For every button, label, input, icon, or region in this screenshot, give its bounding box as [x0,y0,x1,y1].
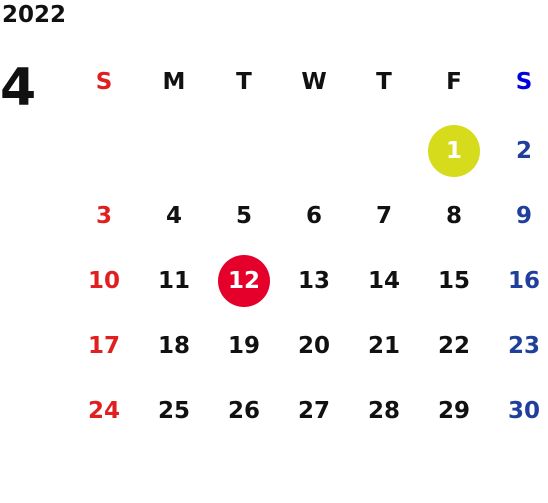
day-cell[interactable]: 20 [279,313,349,378]
day-cell [279,118,349,183]
day-cell[interactable]: 23 [489,313,548,378]
day-number: 8 [445,202,462,229]
day-cell[interactable]: 17 [69,313,139,378]
day-cell [209,118,279,183]
day-cell[interactable]: 30 [489,378,548,443]
weekday-saturday: S [515,69,533,95]
day-number: 13 [297,267,330,294]
day-number: 4 [165,202,182,229]
day-cell[interactable]: 28 [349,378,419,443]
day-number: 7 [375,202,392,229]
day-number: 24 [87,397,120,424]
day-number: 2 [515,137,532,164]
day-cell[interactable]: 18 [139,313,209,378]
day-number: 25 [157,397,190,424]
day-number: 28 [367,397,400,424]
day-number: 1 [445,137,462,164]
day-cell[interactable]: 10 [69,248,139,313]
day-cell-highlighted[interactable]: 1 [419,118,489,183]
day-cell[interactable]: 14 [349,248,419,313]
day-cell[interactable]: 7 [349,183,419,248]
day-cell[interactable]: 24 [69,378,139,443]
day-number: 22 [437,332,470,359]
day-number: 21 [367,332,400,359]
day-number: 6 [305,202,322,229]
weekday-friday: F [446,69,462,95]
day-number: 15 [437,267,470,294]
day-cell[interactable]: 13 [279,248,349,313]
day-cell[interactable]: 22 [419,313,489,378]
day-number: 27 [297,397,330,424]
day-number: 18 [157,332,190,359]
weekday-sunday: S [95,69,113,95]
day-cell[interactable]: 21 [349,313,419,378]
day-number: 12 [227,267,260,294]
day-number: 17 [87,332,120,359]
day-cell[interactable]: 26 [209,378,279,443]
weekday-monday: M [162,69,186,95]
day-number: 16 [507,267,540,294]
day-cell[interactable]: 6 [279,183,349,248]
day-number: 10 [87,267,120,294]
day-cell[interactable]: 16 [489,248,548,313]
day-cell[interactable]: 25 [139,378,209,443]
day-number: 26 [227,397,260,424]
day-cell[interactable]: 4 [139,183,209,248]
month-label: 4 [0,58,37,118]
day-number: 30 [507,397,540,424]
day-number: 3 [95,202,112,229]
weekday-wednesday: W [301,69,327,95]
day-cell[interactable]: 29 [419,378,489,443]
weekday-tuesday: T [236,69,252,95]
year-label: 2022 [2,2,67,28]
day-number: 29 [437,397,470,424]
day-cell [139,118,209,183]
day-cell[interactable]: 27 [279,378,349,443]
weekday-thursday: T [376,69,392,95]
day-number: 20 [297,332,330,359]
day-cell[interactable]: 5 [209,183,279,248]
weekday-header: S M T W T F S [69,62,548,102]
day-cell[interactable]: 19 [209,313,279,378]
day-number: 9 [515,202,532,229]
day-number: 23 [507,332,540,359]
day-number: 11 [157,267,190,294]
day-number: 5 [235,202,252,229]
day-cell-highlighted[interactable]: 12 [209,248,279,313]
day-number: 14 [367,267,400,294]
day-cell[interactable]: 2 [489,118,548,183]
day-cell[interactable]: 9 [489,183,548,248]
day-number: 19 [227,332,260,359]
day-cell[interactable]: 8 [419,183,489,248]
day-cell[interactable]: 3 [69,183,139,248]
day-cell[interactable]: 11 [139,248,209,313]
day-cell[interactable]: 15 [419,248,489,313]
day-cell [349,118,419,183]
day-cell [69,118,139,183]
